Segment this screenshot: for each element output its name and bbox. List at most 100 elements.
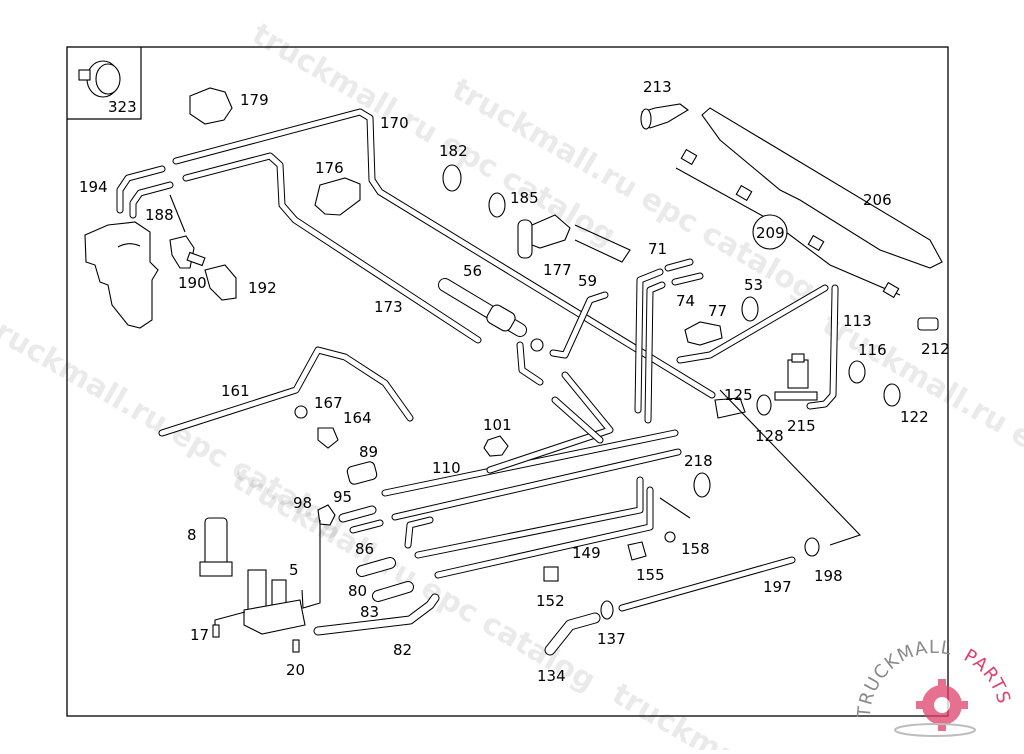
callout-label[interactable]: 74 [676, 292, 695, 310]
callout-label[interactable]: 155 [636, 566, 665, 584]
callout-label[interactable]: 209 [756, 224, 785, 242]
reservoir-detail [117, 243, 141, 248]
part-198 [804, 537, 820, 557]
callout-label[interactable]: 95 [333, 488, 352, 506]
callout-label[interactable]: 83 [360, 603, 379, 621]
rail-clip [735, 184, 753, 202]
callout-label[interactable]: 77 [708, 302, 727, 320]
part-137 [600, 600, 614, 620]
callout-label[interactable]: 134 [537, 667, 566, 685]
callout-label[interactable]: 161 [221, 382, 250, 400]
rail-clip [882, 281, 900, 299]
callout-label[interactable]: 53 [744, 276, 763, 294]
callout-label[interactable]: 122 [900, 408, 929, 426]
part-164 [317, 427, 339, 449]
callout-label[interactable]: 113 [843, 312, 872, 330]
diagram-frame [66, 46, 949, 717]
callout-label[interactable]: 152 [536, 592, 565, 610]
callout-label[interactable]: 89 [359, 443, 378, 461]
part-185 [488, 192, 506, 218]
callout-label[interactable]: 5 [289, 561, 299, 579]
logo-text-right: PARTS [960, 645, 1014, 707]
part-177 [517, 214, 571, 259]
rail-clip [807, 234, 825, 252]
callout-circle-209 [752, 214, 788, 250]
callout-label[interactable]: 110 [432, 459, 461, 477]
inset-box [67, 47, 142, 120]
rail-lower-line [675, 167, 901, 296]
part-212 [917, 317, 939, 331]
part-190 [169, 235, 195, 269]
leader-line [659, 497, 691, 519]
callout-label[interactable]: 177 [543, 261, 572, 279]
callout-label[interactable]: 190 [178, 274, 207, 292]
callout-labels: 179 170 194 188 176 182 185 213 206 209 … [79, 78, 950, 685]
part-158 [664, 531, 676, 543]
callout-label[interactable]: 20 [286, 661, 305, 679]
part-179 [189, 87, 233, 125]
callout-label[interactable]: 8 [187, 526, 197, 544]
callout-label[interactable]: 137 [597, 630, 626, 648]
callout-label[interactable]: 116 [858, 341, 887, 359]
gear-icon [916, 679, 968, 731]
callout-label[interactable]: 59 [578, 272, 597, 290]
callout-label[interactable]: 212 [921, 340, 950, 358]
callout-label[interactable]: 101 [483, 416, 512, 434]
part-116 [848, 360, 866, 384]
callout-label[interactable]: 192 [248, 279, 277, 297]
callout-label[interactable]: 170 [380, 114, 409, 132]
callout-label[interactable]: 125 [724, 386, 753, 404]
part-20 [292, 639, 300, 653]
callout-label[interactable]: 194 [79, 178, 108, 196]
part-101 [483, 435, 509, 457]
callout-label[interactable]: 98 [293, 494, 312, 512]
callout-label[interactable]: 206 [863, 191, 892, 209]
logo-swoosh [894, 723, 976, 737]
callout-label[interactable]: 173 [374, 298, 403, 316]
callout-label[interactable]: 215 [787, 417, 816, 435]
part-128 [756, 394, 772, 416]
part-218 [693, 472, 711, 498]
callout-label[interactable]: 188 [145, 206, 174, 224]
callout-label[interactable]: 80 [348, 582, 367, 600]
part-213-head [640, 108, 652, 130]
part-152 [543, 566, 559, 582]
callout-label[interactable]: 158 [681, 540, 710, 558]
hose-clamp-icon [78, 60, 121, 98]
part-5 [243, 569, 306, 635]
callout-label[interactable]: 71 [648, 240, 667, 258]
tube-170 [172, 108, 716, 399]
callout-label[interactable]: 86 [355, 540, 374, 558]
callout-label[interactable]: 176 [315, 159, 344, 177]
truckmall-parts-logo: TRUCKMALL PARTS [854, 637, 1014, 737]
tube-149 [414, 371, 654, 579]
rail-clip [680, 148, 698, 166]
callout-label[interactable]: 185 [510, 189, 539, 207]
callout-label[interactable]: 56 [463, 262, 482, 280]
callout-label[interactable]: 82 [393, 641, 412, 659]
callout-label[interactable]: 197 [763, 578, 792, 596]
hose-194 [116, 165, 174, 219]
callout-label[interactable]: 182 [439, 142, 468, 160]
callout-label[interactable]: 218 [684, 452, 713, 470]
part-122 [883, 383, 901, 407]
bracket-line [574, 224, 631, 263]
callout-label[interactable]: 167 [314, 394, 343, 412]
part-53 [741, 296, 759, 322]
tube-173 [182, 152, 482, 344]
part-89 [346, 461, 378, 485]
inset-part-number: 323 [108, 98, 137, 116]
callout-label[interactable]: 213 [643, 78, 672, 96]
callout-label[interactable]: 179 [240, 91, 269, 109]
callout-label[interactable]: 128 [755, 427, 784, 445]
watermarks: truckmall.ru epc catalog truckmall.ru ep… [0, 17, 1024, 754]
callout-label[interactable]: 149 [572, 544, 601, 562]
leader-line [301, 520, 321, 609]
tube-110 [381, 429, 682, 549]
callout-label[interactable]: 198 [814, 567, 843, 585]
callout-label[interactable]: 164 [343, 409, 372, 427]
callout-label[interactable]: 17 [190, 626, 209, 644]
part-190-stud [186, 251, 206, 267]
part-167 [294, 405, 308, 419]
